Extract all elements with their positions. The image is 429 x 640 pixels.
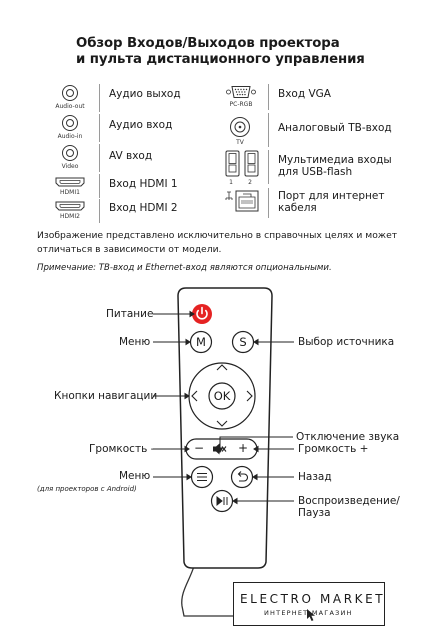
volume-up-button[interactable]: + bbox=[237, 441, 249, 455]
play-pause-icon bbox=[216, 495, 228, 507]
source-button-label[interactable]: S bbox=[239, 335, 247, 349]
nav-up-icon bbox=[216, 364, 228, 371]
ok-button-label[interactable]: OK bbox=[213, 389, 231, 403]
port-caption-video: Video bbox=[61, 163, 79, 170]
label-android-menu: Меню bbox=[119, 470, 151, 482]
audio-jack-icon bbox=[62, 115, 78, 131]
label-volume-down: Громкость - bbox=[89, 443, 155, 455]
audio-jack-icon bbox=[62, 145, 78, 161]
logo-main-text: ELECTRO MARKET bbox=[240, 592, 386, 606]
nav-down-icon bbox=[216, 420, 228, 427]
volume-down-button[interactable]: − bbox=[193, 441, 205, 455]
title-line-2: и пульта дистанционного управления bbox=[76, 52, 365, 67]
label-android-menu-sub: (для проекторов с Android) bbox=[37, 485, 137, 493]
mute-icon bbox=[213, 443, 220, 455]
label-mute: Отключение звука bbox=[296, 431, 400, 443]
back-button bbox=[230, 465, 254, 489]
port-label-tv: Аналоговый ТВ-вход bbox=[278, 122, 392, 134]
label-source: Выбор источника bbox=[298, 336, 395, 348]
usb-ports-icon bbox=[225, 150, 259, 177]
port-label-audio-in: Аудио вход bbox=[109, 119, 173, 131]
label-play-pause: Воспроизведение/ Пауза bbox=[298, 495, 400, 519]
port-label-hdmi1: Вход HDMI 1 bbox=[109, 178, 178, 190]
label-back: Назад bbox=[298, 471, 332, 483]
port-label-vga: Вход VGA bbox=[278, 88, 331, 100]
label-menu: Меню bbox=[119, 336, 151, 348]
port-label-usb: Мультимедиа входы для USB-flash bbox=[278, 154, 392, 178]
port-caption-hdmi2: HDMI2 bbox=[60, 213, 80, 220]
port-label-usb-line-1: Мультимедиа входы bbox=[278, 154, 392, 166]
port-caption-tv: TV bbox=[236, 139, 244, 146]
back-icon bbox=[237, 471, 249, 482]
port-label-audio-out: Аудио выход bbox=[109, 88, 181, 100]
menu-button-label[interactable]: M bbox=[196, 335, 206, 349]
audio-jack-icon bbox=[62, 85, 78, 101]
port-label-ethernet-line-1: Порт для интернет bbox=[278, 190, 385, 202]
ok-button bbox=[208, 382, 236, 410]
port-caption-audio-out: Audio-out bbox=[55, 103, 85, 110]
port-label-usb-line-2: для USB-flash bbox=[278, 166, 353, 178]
port-caption-audio-in: Audio-in bbox=[57, 133, 83, 140]
port-label-av: AV вход bbox=[109, 150, 153, 162]
optional-note: Примечание: ТВ-вход и Ethernet-вход явля… bbox=[37, 263, 332, 273]
port-caption-usb-1: 1 bbox=[229, 179, 233, 186]
page-title: Обзор Входов/Выходов проектора и пульта … bbox=[76, 36, 365, 68]
hdmi-port-icon bbox=[55, 177, 85, 187]
nav-right-icon bbox=[246, 390, 253, 402]
hamburger-icon bbox=[197, 472, 207, 482]
label-nav: Кнопки навигации bbox=[54, 390, 158, 402]
port-label-ethernet: Порт для интернет кабеля bbox=[278, 190, 384, 214]
remote-control bbox=[153, 287, 294, 617]
label-play-pause-line-1: Воспроизведение/ bbox=[298, 495, 400, 507]
label-power: Питание bbox=[106, 308, 154, 320]
label-play-pause-line-2: Пауза bbox=[298, 507, 331, 519]
ethernet-port-icon bbox=[225, 190, 259, 212]
label-volume-up: Громкость + bbox=[298, 443, 369, 455]
title-line-1: Обзор Входов/Выходов проектора bbox=[76, 36, 340, 51]
port-caption-hdmi1: HDMI1 bbox=[60, 189, 80, 196]
port-label-hdmi2: Вход HDMI 2 bbox=[109, 202, 178, 214]
disclaimer-line-2: отличаться в зависимости от модели. bbox=[37, 244, 222, 255]
port-caption-pc-rgb: PC-RGB bbox=[229, 101, 253, 108]
hdmi-port-icon bbox=[55, 201, 85, 211]
cursor-icon bbox=[307, 609, 315, 621]
disclaimer-line-1: Изображение представлено исключительно в… bbox=[37, 230, 398, 241]
electro-market-logo: ELECTRO MARKET ИНТЕРНЕТ-МАГАЗИН bbox=[233, 582, 385, 626]
tv-coax-icon bbox=[230, 117, 250, 137]
vga-port-icon bbox=[226, 86, 256, 98]
port-label-ethernet-line-2: кабеля bbox=[278, 202, 317, 214]
disclaimer-note: Изображение представлено исключительно в… bbox=[37, 229, 397, 257]
nav-left-icon bbox=[191, 390, 198, 402]
power-icon bbox=[196, 306, 208, 320]
port-caption-usb-2: 2 bbox=[248, 179, 252, 186]
